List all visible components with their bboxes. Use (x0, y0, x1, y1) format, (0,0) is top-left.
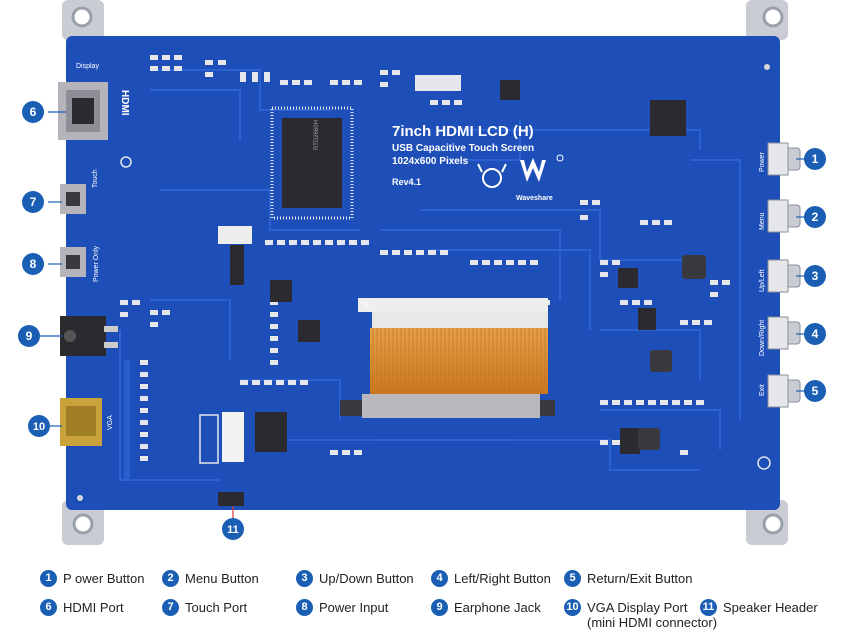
callout-2: 2 (804, 206, 826, 228)
svg-text:5: 5 (812, 384, 819, 398)
legend-item-1: 1 P ower Button (40, 570, 145, 587)
chip-marking: RTD2660H (314, 120, 320, 150)
svg-text:2: 2 (812, 210, 819, 224)
legend-label: Return/Exit Button (587, 571, 693, 586)
hdmi-port (58, 82, 108, 140)
brand-label: Waveshare (516, 195, 553, 202)
legend-number: 1 (40, 570, 57, 587)
pcb-board (66, 36, 780, 510)
legend-item-7: 7 Touch Port (162, 599, 248, 616)
legend-sublabel: (mini HDMI connector) (587, 615, 718, 630)
silk-downright: Down/Right (759, 320, 766, 356)
svg-text:10: 10 (33, 421, 45, 433)
board-subtitle-2: 1024x600 Pixels (392, 156, 469, 167)
svg-text:4: 4 (812, 327, 819, 341)
vga-mini-hdmi-port (60, 398, 102, 446)
legend-number: 8 (296, 599, 313, 616)
svg-text:8: 8 (30, 257, 37, 271)
legend-label: Power Input (319, 600, 389, 615)
mounting-ears (62, 0, 788, 545)
svg-text:11: 11 (227, 524, 239, 536)
pcb-traces (119, 69, 741, 481)
legend-number: 5 (564, 570, 581, 587)
legend-label: Speaker Header (723, 600, 818, 615)
legend-number: 9 (431, 599, 448, 616)
svg-text:3: 3 (812, 269, 819, 283)
callout-6: 6 (22, 101, 44, 123)
side-buttons (767, 142, 801, 408)
silk-power: Power (759, 151, 766, 172)
callout-7: 7 (22, 191, 44, 213)
legend-item-2: 2 Menu Button (162, 570, 259, 587)
silk-menu: Menu (759, 212, 766, 230)
callout-8: 8 (22, 253, 44, 275)
silk-upleft: Up/Left (759, 269, 766, 292)
legend-number: 4 (431, 570, 448, 587)
legend-number: 7 (162, 599, 179, 616)
svg-text:1: 1 (812, 152, 819, 166)
callout-9: 9 (18, 325, 40, 347)
legend-item-8: 8 Power Input (296, 599, 389, 616)
silk-display: Display (76, 63, 99, 70)
silk-power-only: Power Only (93, 245, 100, 282)
legend-label: Left/Right Button (454, 571, 551, 586)
callout-11: 11 (222, 518, 244, 540)
silk-touch: Touch (92, 169, 99, 188)
silk-exit: Exit (759, 384, 766, 396)
legend-number: 2 (162, 570, 179, 587)
earphone-jack (60, 316, 118, 356)
svg-text:7: 7 (30, 195, 37, 209)
callout-5: 5 (804, 380, 826, 402)
legend-item-9: 9 Earphone Jack (431, 599, 541, 616)
board-title: 7inch HDMI LCD (H) (392, 123, 534, 140)
legend-item-4: 4 Left/Right Button (431, 570, 551, 587)
legend-item-10: 10 VGA Display Port (mini HDMI connector… (564, 599, 718, 630)
legend-label: HDMI Port (63, 600, 124, 615)
callout-badges: 6 7 8 9 10 1 2 3 4 5 11 (18, 101, 826, 540)
legend: 1 P ower Button 2 Menu Button 3 Up/Down … (0, 560, 850, 643)
board-subtitle-1: USB Capacitive Touch Screen (392, 143, 534, 154)
callout-3: 3 (804, 265, 826, 287)
speaker-connector (199, 412, 244, 506)
legend-number: 6 (40, 599, 57, 616)
svg-text:6: 6 (30, 105, 37, 119)
legend-number: 10 (564, 599, 581, 616)
legend-number: 11 (700, 599, 717, 616)
legend-label: VGA Display Port (587, 600, 688, 615)
fpc-label: 50 (362, 302, 370, 309)
legend-item-11: 11 Speaker Header (700, 599, 818, 616)
legend-label: Touch Port (185, 600, 248, 615)
waveshare-logo (520, 154, 564, 182)
legend-item-6: 6 HDMI Port (40, 599, 124, 616)
callout-4: 4 (804, 323, 826, 345)
legend-label: P ower Button (63, 571, 145, 586)
legend-item-3: 3 Up/Down Button (296, 570, 414, 587)
callout-1: 1 (804, 148, 826, 170)
legend-label: Up/Down Button (319, 571, 414, 586)
touch-usb-port (60, 184, 86, 214)
power-usb-port (60, 247, 86, 277)
legend-label: Menu Button (185, 571, 259, 586)
silk-vga: VGA (107, 415, 114, 430)
silk-hdmi: HDMI (119, 90, 130, 116)
legend-item-5: 5 Return/Exit Button (564, 570, 693, 587)
mascot-logo (477, 163, 507, 188)
fpc-ribbon: 50 (340, 298, 555, 418)
legend-number: 3 (296, 570, 313, 587)
callout-10: 10 (28, 415, 50, 437)
svg-text:9: 9 (26, 329, 33, 343)
legend-label: Earphone Jack (454, 600, 541, 615)
ic-chips (218, 75, 706, 454)
board-revision: Rev4.1 (392, 177, 421, 187)
smd-components (120, 55, 730, 480)
callout-leaders (40, 111, 805, 520)
